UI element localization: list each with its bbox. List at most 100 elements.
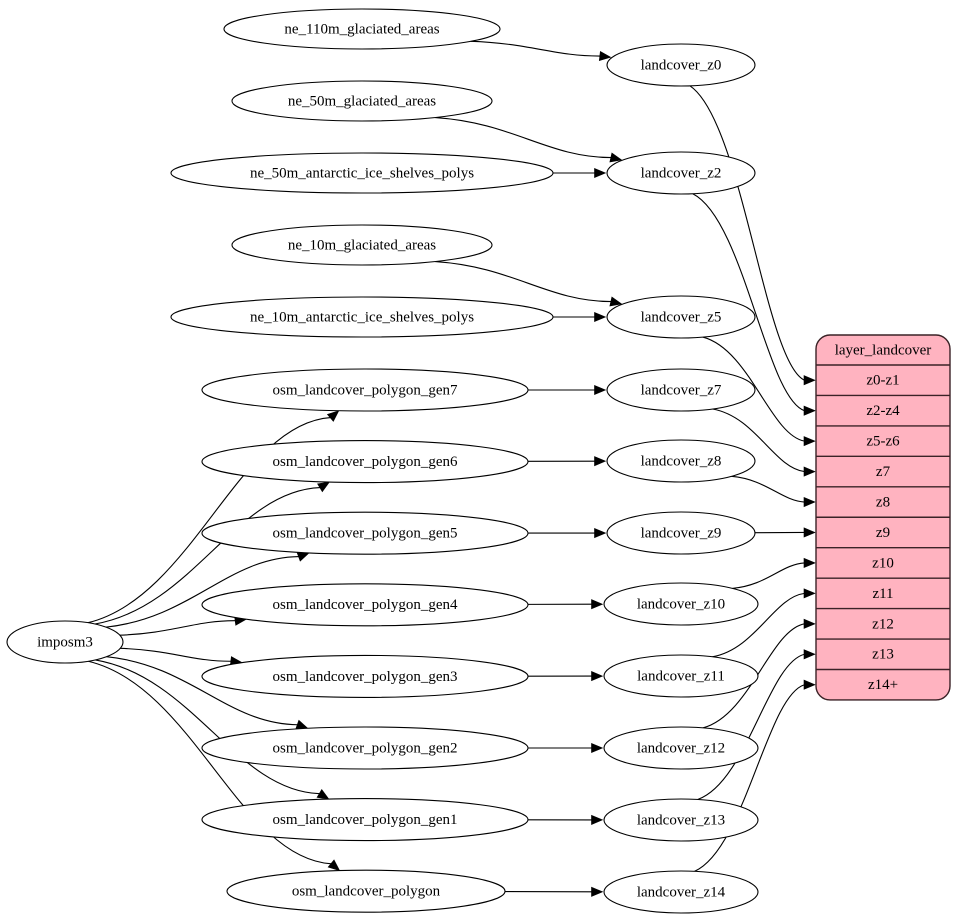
edge-line: [689, 85, 805, 381]
node-landcover_z5[interactable]: landcover_z5: [606, 295, 756, 339]
node-landcover_z12-shape[interactable]: [603, 726, 759, 770]
node-landcover_z13-shape[interactable]: [603, 798, 759, 842]
node-osm_landcover_polygon_gen7-shape[interactable]: [201, 368, 529, 412]
arrow-icon: [316, 788, 330, 800]
node-ne_10m_antarctic_ice_shelves_polys-shape[interactable]: [170, 296, 554, 338]
node-ne_50m_glaciated_areas-shape[interactable]: [231, 80, 493, 122]
arrow-icon: [591, 599, 604, 610]
node-ne_10m_glaciated_areas[interactable]: ne_10m_glaciated_areas: [231, 224, 493, 266]
table-row-z11[interactable]: [816, 578, 950, 608]
arrow-icon: [803, 405, 816, 416]
table-row-z10[interactable]: [816, 548, 950, 578]
node-ne_110m_glaciated_areas-shape[interactable]: [223, 8, 501, 50]
node-landcover_z13[interactable]: landcover_z13: [603, 798, 759, 842]
edge-osm_landcover_polygon_gen5-to-landcover_z9: [527, 527, 607, 539]
table-row-z9[interactable]: [816, 517, 950, 547]
table-row-z13[interactable]: [816, 639, 950, 669]
node-landcover_z14-shape[interactable]: [603, 870, 759, 914]
edge-line: [88, 660, 332, 865]
node-osm_landcover_polygon_gen1[interactable]: osm_landcover_polygon_gen1: [201, 798, 529, 842]
edge-line: [712, 592, 805, 658]
node-osm_landcover_polygon[interactable]: osm_landcover_polygon: [226, 869, 506, 913]
node-ne_50m_glaciated_areas[interactable]: ne_50m_glaciated_areas: [231, 80, 493, 122]
node-landcover_z10-shape[interactable]: [603, 582, 759, 626]
edge-landcover_z2-to-z2-z4: [692, 193, 816, 416]
node-ne_50m_antarctic_ice_shelves_polys[interactable]: ne_50m_antarctic_ice_shelves_polys: [170, 152, 554, 194]
edge-osm_landcover_polygon_gen2-to-landcover_z12: [528, 742, 604, 754]
edge-landcover_z8-to-z8: [731, 475, 816, 508]
edge-ne_10m_glaciated_areas-to-landcover_z5: [435, 260, 623, 307]
edge-line: [119, 620, 236, 636]
arrow-icon: [317, 481, 331, 493]
edge-line: [692, 193, 805, 412]
node-imposm3-shape[interactable]: [6, 620, 124, 664]
node-ne_50m_antarctic_ice_shelves_polys-shape[interactable]: [170, 152, 554, 194]
node-landcover_z7-shape[interactable]: [606, 368, 756, 412]
edge-landcover_z7-to-z7: [712, 408, 816, 477]
node-osm_landcover_polygon_gen3-shape[interactable]: [201, 654, 529, 698]
edge-landcover_z10-to-z10: [732, 557, 816, 589]
edge-osm_landcover_polygon_gen7-to-landcover_z7: [528, 384, 607, 396]
node-landcover_z8[interactable]: landcover_z8: [606, 439, 756, 483]
edge-imposm3-to-osm_landcover_polygon_gen7: [87, 410, 340, 624]
node-landcover_z0[interactable]: landcover_z0: [606, 43, 756, 87]
edge-line: [694, 684, 805, 872]
node-osm_landcover_polygon_gen4-shape[interactable]: [201, 583, 529, 627]
edges-layer: [87, 40, 816, 897]
edge-line: [120, 647, 232, 662]
arrow-icon: [326, 410, 340, 422]
edge-landcover_z0-to-z0-z1: [689, 85, 816, 386]
node-osm_landcover_polygon_gen2[interactable]: osm_landcover_polygon_gen2: [201, 726, 529, 770]
arrow-icon: [296, 552, 310, 562]
node-osm_landcover_polygon_gen5[interactable]: osm_landcover_polygon_gen5: [201, 511, 529, 555]
node-ne_110m_glaciated_areas[interactable]: ne_110m_glaciated_areas: [223, 8, 501, 50]
table-row-z8[interactable]: [816, 487, 950, 517]
edge-imposm3-to-osm_landcover_polygon_gen6: [94, 481, 331, 625]
node-landcover_z5-shape[interactable]: [606, 295, 756, 339]
node-osm_landcover_polygon_gen3[interactable]: osm_landcover_polygon_gen3: [201, 654, 529, 698]
table-row-z5-z6[interactable]: [816, 426, 950, 456]
node-landcover_z2-shape[interactable]: [606, 151, 756, 195]
table-row-z7[interactable]: [816, 456, 950, 486]
node-osm_landcover_polygon_gen5-shape[interactable]: [201, 511, 529, 555]
node-landcover_z10[interactable]: landcover_z10: [603, 582, 759, 626]
edge-line: [435, 116, 612, 159]
layer-landcover-card[interactable]: layer_landcoverz0-z1z2-z4z5-z6z7z8z9z10z…: [815, 334, 951, 701]
edge-line: [712, 408, 805, 473]
node-landcover_z11[interactable]: landcover_z11: [603, 654, 759, 698]
node-landcover_z11-shape[interactable]: [603, 654, 759, 698]
table-row-z14+[interactable]: [816, 670, 950, 700]
node-osm_landcover_polygon_gen7[interactable]: osm_landcover_polygon_gen7: [201, 368, 529, 412]
node-landcover_z9-shape[interactable]: [606, 511, 756, 555]
table-row-z12[interactable]: [816, 609, 950, 639]
node-landcover_z8-shape[interactable]: [606, 439, 756, 483]
node-landcover_z2[interactable]: landcover_z2: [606, 151, 756, 195]
edge-landcover_z14-to-z14+: [694, 679, 816, 872]
node-ne_10m_antarctic_ice_shelves_polys[interactable]: ne_10m_antarctic_ice_shelves_polys: [170, 296, 554, 338]
edge-line: [95, 659, 320, 795]
node-osm_landcover_polygon_gen2-shape[interactable]: [201, 726, 529, 770]
node-ne_10m_glaciated_areas-shape[interactable]: [231, 224, 493, 266]
table-row-z2-z4[interactable]: [816, 395, 950, 425]
node-osm_landcover_polygon_gen4[interactable]: osm_landcover_polygon_gen4: [201, 583, 529, 627]
node-osm_landcover_polygon_gen6[interactable]: osm_landcover_polygon_gen6: [201, 440, 529, 484]
edge-osm_landcover_polygon_gen3-to-landcover_z11: [527, 671, 604, 682]
node-landcover_z14[interactable]: landcover_z14: [603, 870, 759, 914]
edge-landcover_z11-to-z11: [712, 588, 816, 658]
edge-imposm3-to-osm_landcover_polygon_gen1: [95, 659, 330, 800]
arrow-icon: [591, 742, 604, 754]
node-landcover_z7[interactable]: landcover_z7: [606, 368, 756, 412]
node-osm_landcover_polygon_gen6-shape[interactable]: [201, 440, 529, 484]
table-row-z0-z1[interactable]: [816, 365, 950, 395]
node-osm_landcover_polygon_gen1-shape[interactable]: [201, 798, 529, 842]
node-imposm3[interactable]: imposm3: [6, 620, 124, 664]
arrow-icon: [803, 527, 816, 538]
node-landcover_z12[interactable]: landcover_z12: [603, 726, 759, 770]
node-landcover_z9[interactable]: landcover_z9: [606, 511, 756, 555]
arrow-icon: [594, 527, 607, 539]
arrow-icon: [803, 436, 816, 447]
arrow-icon: [803, 557, 816, 568]
node-landcover_z0-shape[interactable]: [606, 43, 756, 87]
node-osm_landcover_polygon-shape[interactable]: [226, 869, 506, 913]
edge-line: [731, 475, 805, 503]
